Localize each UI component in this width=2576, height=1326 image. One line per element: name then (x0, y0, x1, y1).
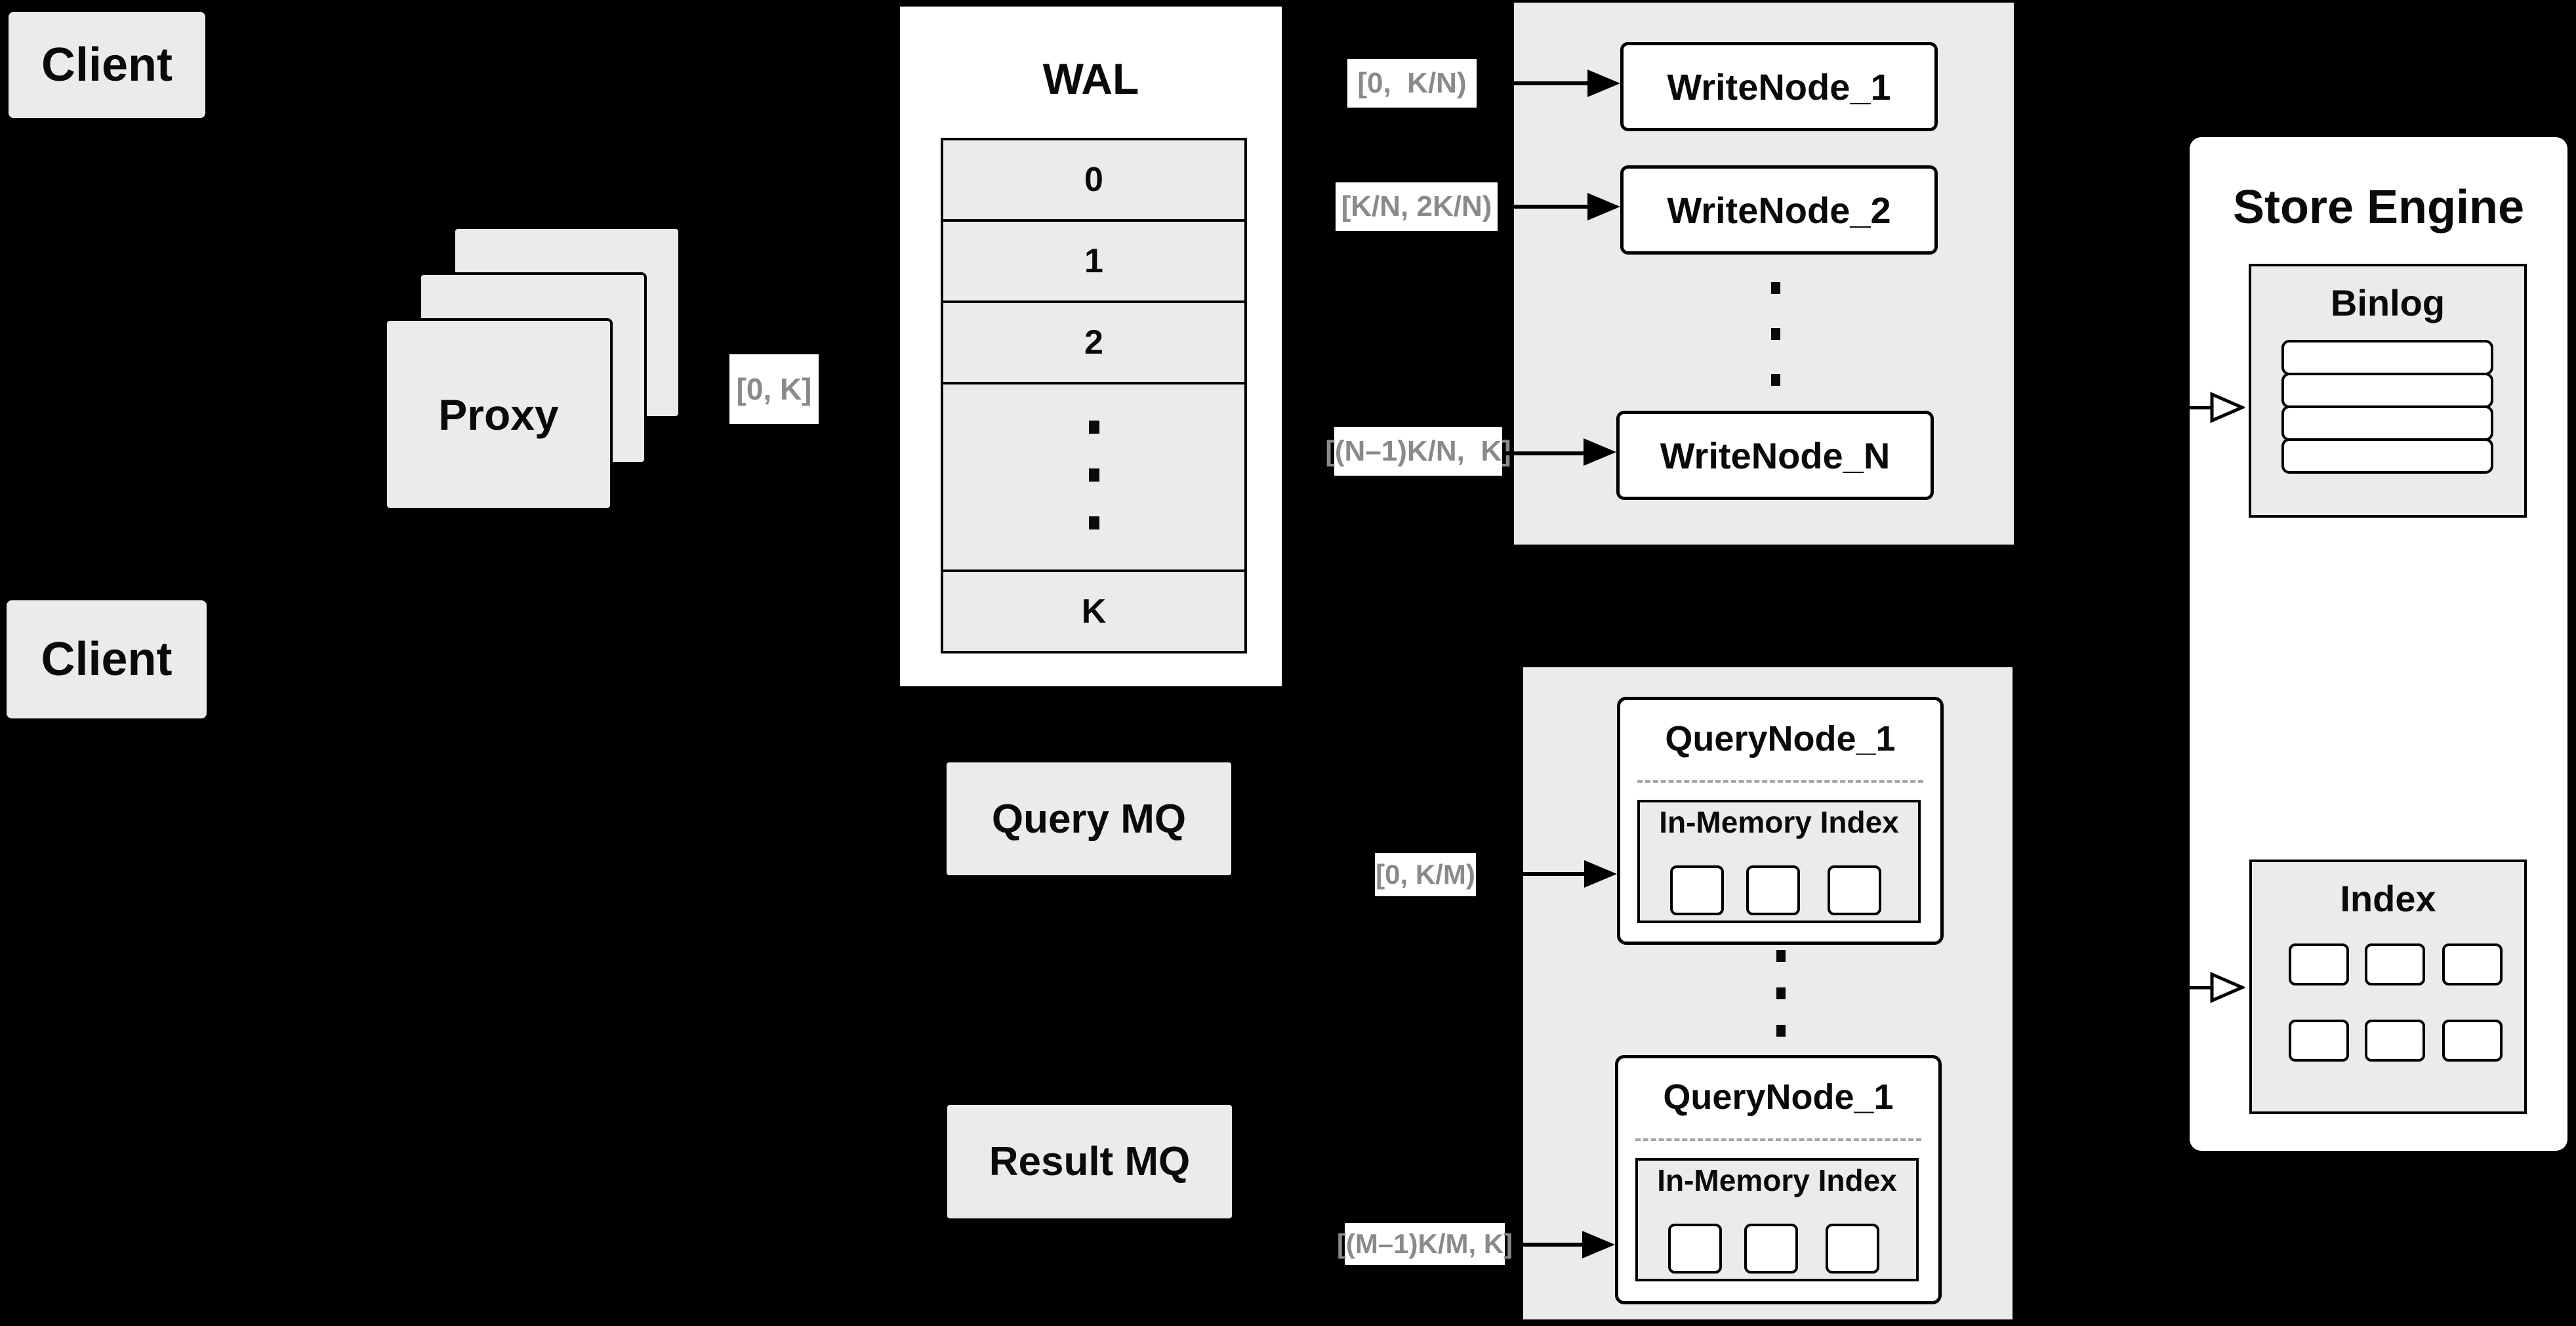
arrowhead-icon (1582, 1231, 1615, 1258)
binlog-segment (2281, 405, 2493, 441)
client-box-top: Client (9, 12, 205, 118)
wal-row-k-label: K (1081, 592, 1107, 631)
wal-row: K (943, 572, 1244, 651)
in-memory-index-label: In-Memory Index (1659, 805, 1899, 839)
index-segment (1746, 865, 1800, 915)
result-mq-box: Result MQ (947, 1105, 1232, 1218)
query-range-label-1: [0, K/M) (1375, 853, 1476, 896)
arrowhead-icon (1584, 438, 1616, 466)
query-node-1-box: QueryNode_1 In-Memory Index (1617, 697, 1944, 945)
arrow-to-index (2190, 986, 2215, 989)
ellipsis-dot (1089, 468, 1099, 482)
index-segment (1670, 865, 1724, 915)
index-segment (1828, 865, 1881, 915)
index-box: Index (2249, 860, 2527, 1114)
binlog-title: Binlog (2330, 281, 2445, 323)
write-range-label-1: [0, K/N) (1347, 59, 1477, 108)
index-cell (2365, 943, 2425, 985)
wal-row: 1 (943, 222, 1244, 303)
query-node-1-label: QueryNode_1 (1665, 719, 1896, 758)
ellipsis-dot (1771, 374, 1780, 386)
in-memory-index-label: In-Memory Index (1657, 1163, 1897, 1197)
index-cell (2365, 1020, 2425, 1062)
ellipsis-dot (1771, 328, 1780, 340)
wal-row-2-label: 2 (1084, 323, 1103, 362)
dashed-divider (1635, 1138, 1921, 1141)
in-memory-index-box: In-Memory Index (1635, 1158, 1919, 1281)
write-node-1-box: WriteNode_1 (1620, 42, 1938, 131)
write-node-n-box: WriteNode_N (1616, 411, 1934, 500)
query-range-label-2: [(M–1)K/M, K] (1337, 1223, 1513, 1265)
arrowhead-icon (1587, 193, 1620, 220)
binlog-segment (2281, 340, 2493, 375)
query-node-2-box: QueryNode_1 In-Memory Index (1615, 1055, 1942, 1304)
arrow-to-query-node-1 (1523, 872, 1589, 876)
wal-ellipsis-row (943, 384, 1244, 572)
index-segment (1668, 1224, 1722, 1274)
binlog-box: Binlog (2249, 264, 2527, 518)
query-node-2-label: QueryNode_1 (1663, 1077, 1894, 1117)
binlog-segment (2281, 438, 2493, 474)
ellipsis-dot (1089, 421, 1099, 434)
query-range-text-1: [0, K/M) (1376, 859, 1475, 890)
ellipsis-dot (1776, 1025, 1786, 1037)
ellipsis-dot (1089, 516, 1099, 529)
client-box-bottom: Client (7, 600, 207, 718)
arrow-to-write-node-1 (1477, 81, 1589, 85)
index-cell (2289, 943, 2349, 985)
index-segment (1744, 1224, 1798, 1274)
ellipsis-dot (1771, 282, 1780, 294)
arrow-to-write-node-n (1503, 451, 1585, 455)
wal-row: 2 (943, 303, 1244, 384)
client-bottom-label: Client (41, 633, 173, 686)
write-range-text-1: [0, K/N) (1357, 67, 1467, 99)
arrow-to-binlog (2190, 406, 2215, 409)
hollow-arrowhead-icon (2210, 392, 2245, 423)
write-range-text-n: [(N–1)K/N, K] (1325, 435, 1511, 467)
wal-row: 0 (943, 140, 1244, 222)
query-mq-label: Query MQ (991, 796, 1187, 842)
arrowhead-icon (1584, 860, 1617, 888)
result-mq-label: Result MQ (989, 1139, 1191, 1184)
arrowhead-icon (1587, 70, 1620, 97)
wal-segment-table: 0 1 2 K (941, 138, 1247, 653)
ellipsis-dot (1776, 987, 1786, 999)
write-node-1-label: WriteNode_1 (1667, 66, 1891, 108)
dashed-divider (1637, 780, 1923, 783)
proxy-label: Proxy (438, 390, 559, 439)
query-mq-box: Query MQ (947, 762, 1231, 875)
query-range-text-2: [(M–1)K/M, K] (1336, 1228, 1513, 1259)
index-cell (2289, 1020, 2349, 1062)
proxy-box: Proxy (384, 318, 613, 510)
write-range-label-2: [K/N, 2K/N) (1336, 182, 1498, 231)
write-node-2-box: WriteNode_2 (1620, 165, 1938, 255)
arrow-to-write-node-2 (1498, 205, 1589, 209)
wal-row-0-label: 0 (1084, 161, 1103, 199)
write-range-text-2: [K/N, 2K/N) (1341, 190, 1492, 222)
store-engine-title: Store Engine (2232, 181, 2525, 234)
wal-title: WAL (1042, 54, 1139, 103)
index-segment (1826, 1224, 1879, 1274)
binlog-segment (2281, 373, 2493, 408)
index-cell (2442, 943, 2503, 985)
proxy-range-text: [0, K] (736, 372, 812, 406)
proxy-range-label: [0, K] (729, 354, 819, 424)
in-memory-index-box: In-Memory Index (1637, 800, 1921, 923)
client-top-label: Client (41, 39, 173, 91)
write-range-label-n: [(N–1)K/N, K] (1325, 427, 1511, 476)
write-node-n-label: WriteNode_N (1660, 434, 1891, 476)
ellipsis-dot (1776, 950, 1786, 962)
arrow-to-query-node-2 (1523, 1243, 1585, 1247)
hollow-arrowhead-icon (2210, 972, 2245, 1003)
index-cell (2442, 1020, 2503, 1062)
write-node-2-label: WriteNode_2 (1667, 189, 1891, 231)
wal-row-1-label: 1 (1084, 242, 1103, 280)
index-title: Index (2340, 877, 2436, 919)
